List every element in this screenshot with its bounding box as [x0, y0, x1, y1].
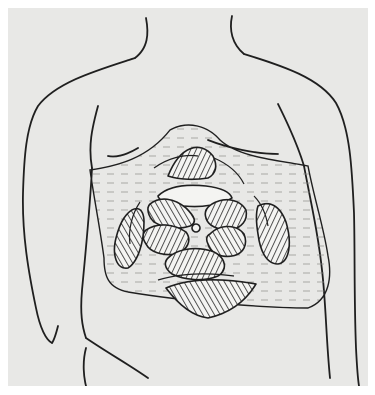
illustration: [8, 8, 368, 386]
abdomen-drawing: [8, 8, 368, 386]
